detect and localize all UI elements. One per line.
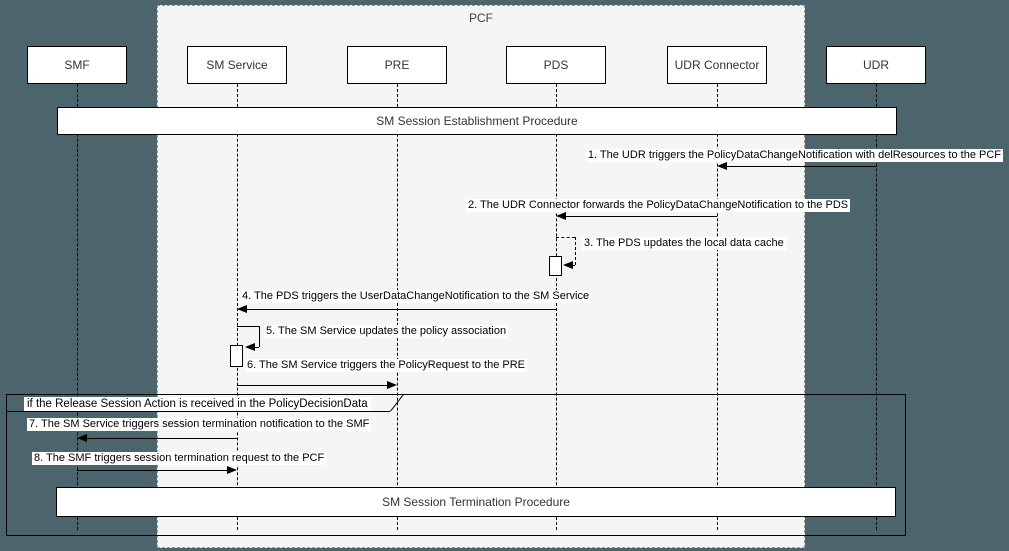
message-4-label: 4. The PDS triggers the UserDataChangeNo… <box>240 290 592 303</box>
actor-box-smf: SMF <box>27 46 127 84</box>
message-8-line <box>77 470 228 471</box>
alt-fragment-frame <box>6 394 906 536</box>
message-4-arrowhead-icon <box>237 305 247 313</box>
message-3-loop-right <box>575 237 576 265</box>
message-5-loop-top <box>237 326 259 327</box>
message-5-loop-right <box>259 326 260 347</box>
actor-box-udr: UDR <box>826 46 926 84</box>
actor-label-udr-connector: UDR Connector <box>674 58 760 72</box>
message-5-arrowhead-icon <box>245 343 255 351</box>
message-1-line <box>719 166 876 167</box>
message-3-arrowhead-icon <box>563 261 573 269</box>
message-3-label: 3. The PDS updates the local data cache <box>582 237 786 250</box>
message-7-arrowhead-icon <box>77 434 87 442</box>
lifeline-pre <box>397 84 398 530</box>
actor-box-pds: PDS <box>506 46 606 84</box>
message-6-arrowhead-icon <box>387 381 397 389</box>
actor-box-pre: PRE <box>347 46 447 84</box>
message-3-loop-top <box>556 237 575 238</box>
message-4-line <box>239 309 556 310</box>
activation-sm-service <box>230 345 243 367</box>
lifeline-smf <box>77 84 78 530</box>
message-2-line <box>558 216 717 217</box>
actor-label-udr: UDR <box>863 58 889 72</box>
lifeline-pds <box>556 84 557 530</box>
establishment-procedure-box: SM Session Establishment Procedure <box>57 107 897 135</box>
actor-label-pds: PDS <box>543 58 569 72</box>
activation-pds <box>549 256 562 276</box>
actor-box-udr-connector: UDR Connector <box>667 46 767 84</box>
termination-procedure-box: SM Session Termination Procedure <box>56 487 896 517</box>
establishment-procedure-label: SM Session Establishment Procedure <box>376 114 578 128</box>
alt-fragment-header-line <box>6 411 390 412</box>
message-1-label: 1. The UDR triggers the PolicyDataChange… <box>585 149 1003 162</box>
actor-label-smf: SMF <box>64 58 90 72</box>
actor-box-sm-service: SM Service <box>187 46 287 84</box>
lifeline-udr <box>876 84 877 530</box>
message-1-arrowhead-icon <box>717 162 727 170</box>
pcf-group-label: PCF <box>469 11 493 25</box>
actor-label-pre: PRE <box>384 58 410 72</box>
message-2-arrowhead-icon <box>556 212 566 220</box>
message-7-line <box>79 438 237 439</box>
message-8-label: 8. The SMF triggers session termination … <box>32 452 327 465</box>
message-7-label: 7. The SM Service triggers session termi… <box>27 418 372 431</box>
message-5-label: 5. The SM Service updates the policy ass… <box>264 325 509 338</box>
message-6-line <box>237 385 389 386</box>
message-6-label: 6. The SM Service triggers the PolicyReq… <box>245 359 527 372</box>
actor-label-sm-service: SM Service <box>206 58 268 72</box>
message-2-label: 2. The UDR Connector forwards the Policy… <box>466 199 851 212</box>
lifeline-udr-connector <box>717 84 718 530</box>
message-8-arrowhead-icon <box>227 466 237 474</box>
alt-fragment-condition-label: if the Release Session Action is receive… <box>24 397 371 411</box>
termination-procedure-label: SM Session Termination Procedure <box>382 495 570 509</box>
